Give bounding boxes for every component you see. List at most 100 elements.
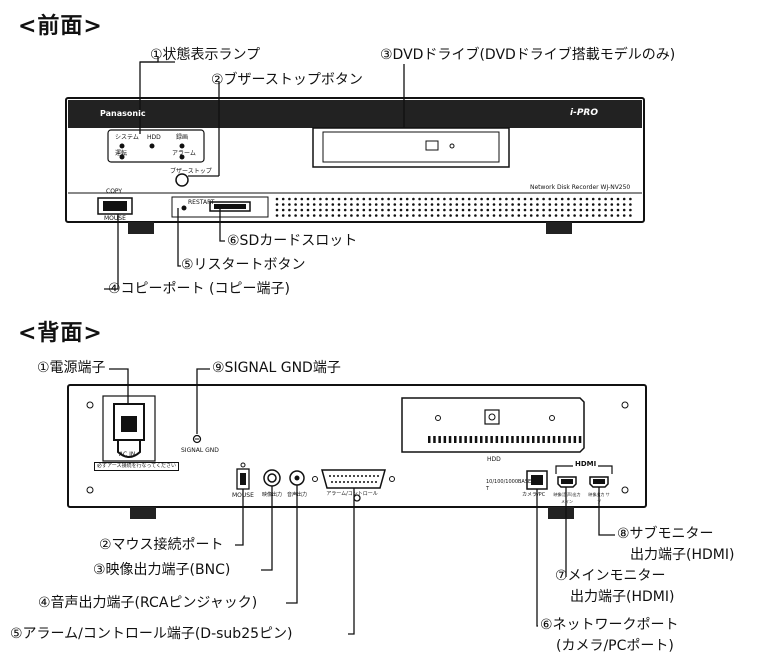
vent-hole [610, 203, 614, 206]
vent-hole [542, 197, 545, 201]
vent-hole [585, 197, 589, 201]
vent-hole [399, 197, 403, 201]
vent-hole [548, 214, 552, 217]
vent-hole [275, 197, 279, 201]
vent-hole [517, 214, 521, 217]
vent-hole [350, 208, 353, 212]
front-logo: i-PRO [570, 108, 598, 118]
vent-hole [319, 208, 322, 212]
vent-hole [498, 197, 502, 201]
callout-copy-port: ④コピーポート (コピー端子) [108, 281, 290, 297]
vent-hole [399, 203, 403, 206]
hdd-vent-slot [474, 436, 478, 443]
callout-buzzer-stop: ②ブザーストップボタン [211, 72, 363, 88]
vent-hole [436, 197, 440, 201]
callout-network-line1: ⑥ネットワークポート [540, 617, 679, 633]
vent-hole [480, 208, 483, 212]
vent-hole [356, 197, 359, 201]
rear-camera-pc-label: カメラ/PC [522, 492, 546, 498]
vent-hole [368, 197, 372, 201]
callout-dvd-drive: ③DVDドライブ(DVDドライブ搭載モデルのみ) [380, 47, 676, 63]
vent-hole [387, 214, 390, 217]
vent-hole [275, 208, 279, 212]
vent-hole [536, 203, 539, 206]
vent-hole [474, 203, 477, 206]
hdd-vent-slot [511, 436, 514, 443]
hdd-vent-slot [506, 436, 509, 443]
dsub-pin [355, 481, 357, 483]
vent-hole [337, 208, 341, 212]
hdd-vent-slot [433, 436, 436, 443]
dsub-pin [353, 475, 355, 477]
hdd-vent-slot [526, 436, 530, 443]
hdd-vent-slot [459, 436, 462, 443]
vent-hole [585, 203, 589, 206]
vent-hole [325, 208, 328, 212]
callout-power: ①電源端子 [37, 360, 106, 376]
vent-hole [610, 214, 614, 217]
hdd-vent-slot [480, 436, 483, 443]
vent-hole [492, 203, 496, 206]
rear-signal-gnd-label: SIGNAL GND [181, 447, 219, 454]
vent-hole [449, 214, 452, 217]
vent-hole [542, 214, 545, 217]
vent-hole [622, 203, 626, 206]
vent-hole [306, 197, 310, 201]
vent-hole [343, 197, 347, 201]
vent-hole [616, 197, 620, 201]
hdd-vent-slot [490, 436, 493, 443]
front-restart-label: RESTART [188, 199, 215, 206]
vent-hole [523, 214, 527, 217]
vent-hole [436, 214, 440, 217]
vent-hole [337, 203, 341, 206]
vent-hole [424, 197, 428, 201]
vent-hole [573, 203, 576, 206]
vent-hole [629, 208, 632, 212]
vent-hole [443, 214, 446, 217]
front-copy-label: COPY [106, 188, 123, 195]
vent-hole [405, 208, 409, 212]
dsub-pin [367, 481, 369, 483]
vent-hole [337, 214, 341, 217]
vent-hole [461, 197, 465, 201]
vent-hole [517, 197, 521, 201]
dsub-pin [351, 481, 353, 483]
vent-hole [381, 214, 384, 217]
front-heading: <前面> [18, 14, 103, 39]
vent-hole [517, 203, 521, 206]
vent-hole [350, 214, 353, 217]
dsub-pin [329, 475, 331, 477]
vent-hole [387, 197, 390, 201]
vent-hole [418, 203, 421, 206]
vent-hole [381, 197, 384, 201]
vent-hole [573, 208, 576, 212]
vent-hole [319, 197, 322, 201]
dsub-pin [345, 475, 347, 477]
vent-hole [281, 197, 285, 201]
vent-hole [629, 203, 632, 206]
vent-hole [381, 208, 384, 212]
vent-hole [312, 208, 316, 212]
front-lamp-alarm: アラーム [172, 150, 196, 157]
vent-hole [542, 203, 545, 206]
vent-hole [610, 197, 614, 201]
vent-hole [331, 214, 335, 217]
vent-hole [449, 197, 452, 201]
dsub-pin [339, 481, 341, 483]
vent-hole [560, 203, 564, 206]
vent-hole [449, 208, 452, 212]
vent-hole [331, 203, 335, 206]
vent-hole [288, 203, 291, 206]
vent-hole [412, 208, 415, 212]
vent-hole [430, 197, 434, 201]
vent-hole [579, 208, 583, 212]
vent-hole [486, 208, 490, 212]
rear-alarm-label: アラーム/コントロール [326, 491, 378, 497]
vent-hole [393, 203, 397, 206]
vent-hole [474, 197, 477, 201]
callout-mouse-port: ②マウス接続ポート [99, 537, 224, 553]
vent-hole [616, 214, 620, 217]
dsub-pin [343, 481, 345, 483]
vent-hole [306, 214, 310, 217]
